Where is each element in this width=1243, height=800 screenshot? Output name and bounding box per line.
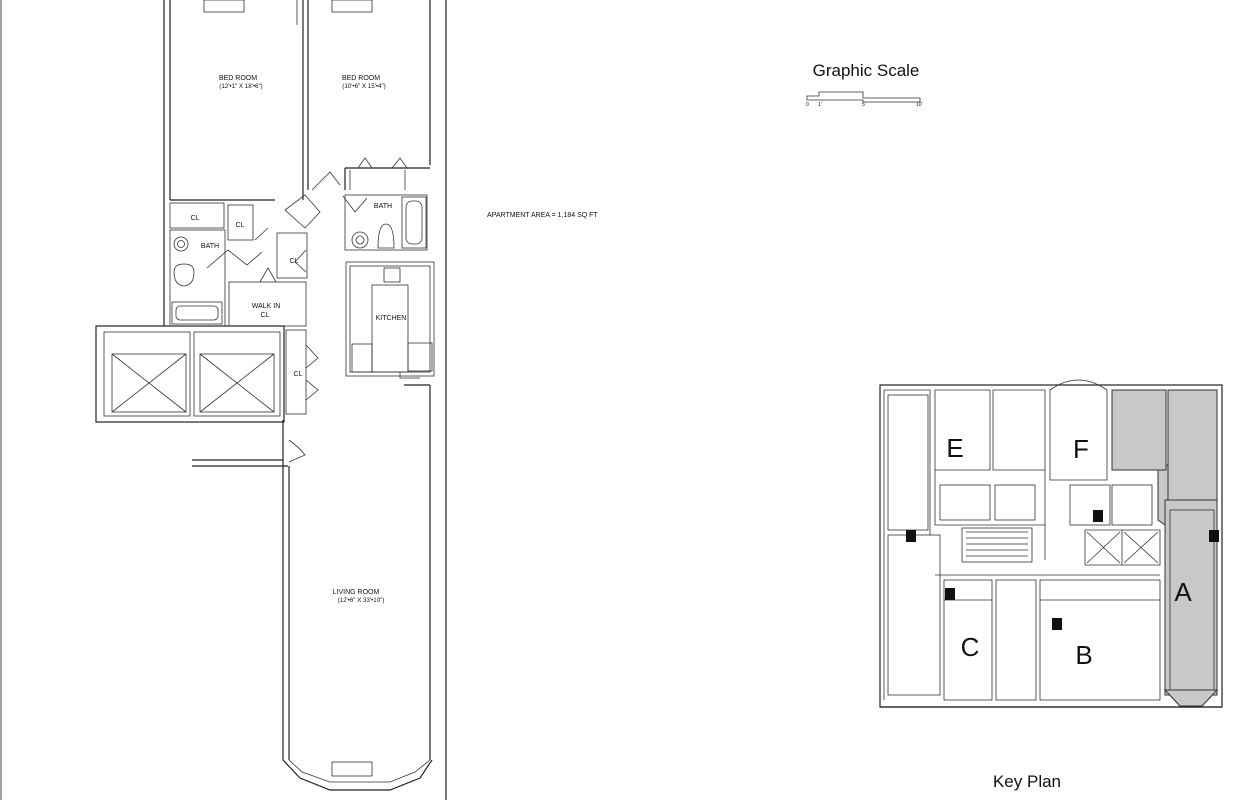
bedroom-right-label: BED ROOM xyxy=(342,75,380,82)
closet-label-d: CL xyxy=(294,371,303,378)
apartment-plan: BED ROOM (12'•1" X 18'•6") BED ROOM (10'… xyxy=(95,0,447,800)
bedroom-left-dims: (12'•1" X 18'•6") xyxy=(219,83,262,90)
bath-upper-label: BATH xyxy=(374,203,392,210)
unit-label-b: B xyxy=(1075,640,1092,670)
scale-tick-0: 0 xyxy=(806,102,809,108)
living-room-dims: (12'•6" X 33'•10") xyxy=(338,597,385,604)
unit-label-f: F xyxy=(1073,434,1089,464)
living-room-label: LIVING ROOM xyxy=(333,589,380,596)
apartment-area-text: APARTMENT AREA = 1,184 SQ FT xyxy=(487,212,598,219)
closet-label-a: CL xyxy=(191,215,200,222)
scale-tick-5: 5' xyxy=(862,102,866,108)
unit-label-c: C xyxy=(961,632,980,662)
closet-label-b: CL xyxy=(236,222,245,229)
walkin-closet-label-1: WALK IN xyxy=(252,303,281,310)
bath-lower-label: BATH xyxy=(201,243,219,250)
bedroom-right-dims: (10'•6" X 15'•4") xyxy=(342,83,385,90)
closet-label-c: CL xyxy=(290,258,299,265)
kitchen-label: KITCHEN xyxy=(376,315,407,322)
key-plan: E F A C B Key Plan xyxy=(879,379,1223,791)
graphic-scale-title: Graphic Scale xyxy=(813,61,920,80)
scale-tick-10: 10' xyxy=(916,102,923,108)
scale-tick-1: 1' xyxy=(818,102,822,108)
unit-label-a: A xyxy=(1174,577,1192,607)
bedroom-left-label: BED ROOM xyxy=(219,75,257,82)
unit-label-e: E xyxy=(946,433,963,463)
graphic-scale: Graphic Scale 0 1' 5' 10' xyxy=(806,61,923,108)
walkin-closet-label-2: CL xyxy=(261,312,270,319)
key-plan-title: Key Plan xyxy=(993,772,1061,791)
